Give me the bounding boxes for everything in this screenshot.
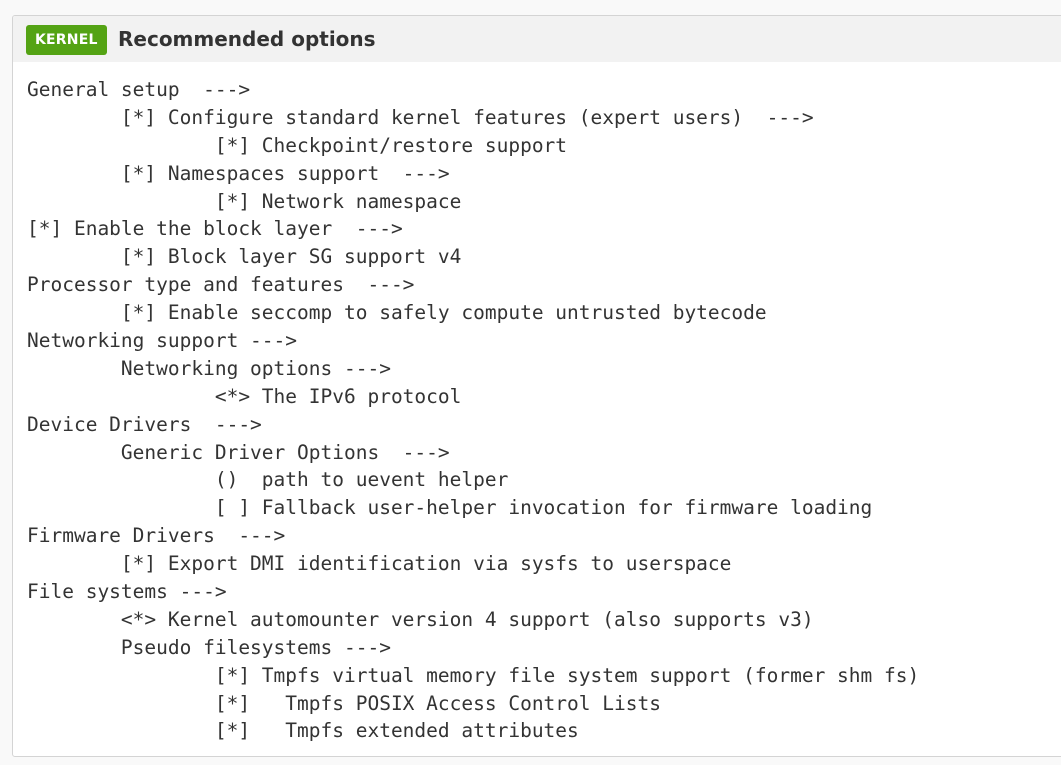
kernel-badge: KERNEL [26, 25, 107, 55]
code-line: Networking options ---> [27, 356, 391, 380]
code-line: Networking support ---> [27, 329, 298, 353]
code-line: [*] Tmpfs extended attributes [27, 719, 579, 743]
code-line: [*] Enable the block layer ---> [27, 217, 403, 241]
code-line: Processor type and features ---> [27, 273, 415, 297]
code-line: Firmware Drivers ---> [27, 524, 286, 548]
code-line: <*> The IPv6 protocol [27, 384, 462, 408]
code-line: [*] Configure standard kernel features (… [27, 105, 814, 129]
code-line: Pseudo filesystems ---> [27, 635, 391, 659]
code-line: () path to uevent helper [27, 468, 509, 492]
code-line: Device Drivers ---> [27, 412, 262, 436]
code-line: [*] Block layer SG support v4 [27, 245, 462, 269]
code-line: <*> Kernel automounter version 4 support… [27, 607, 814, 631]
code-line: [*] Tmpfs POSIX Access Control Lists [27, 691, 661, 715]
code-line: [*] Export DMI identification via sysfs … [27, 552, 732, 576]
code-line: [ ] Fallback user-helper invocation for … [27, 496, 873, 520]
panel-title: Recommended options [118, 27, 376, 51]
code-line: [*] Enable seccomp to safely compute unt… [27, 301, 767, 325]
code-line: [*] Network namespace [27, 189, 462, 213]
code-line: Generic Driver Options ---> [27, 440, 450, 464]
code-line: General setup ---> [27, 78, 251, 101]
recommended-options-panel: KERNEL Recommended options General setup… [12, 15, 1061, 757]
kernel-config-code-block: General setup ---> [*] Configure standar… [27, 76, 919, 745]
code-line: [*] Checkpoint/restore support [27, 133, 568, 157]
code-line: [*] Namespaces support ---> [27, 161, 450, 185]
code-line: [*] Tmpfs virtual memory file system sup… [27, 663, 920, 687]
code-line: File systems ---> [27, 580, 227, 604]
panel-header: KERNEL Recommended options [13, 16, 1061, 62]
